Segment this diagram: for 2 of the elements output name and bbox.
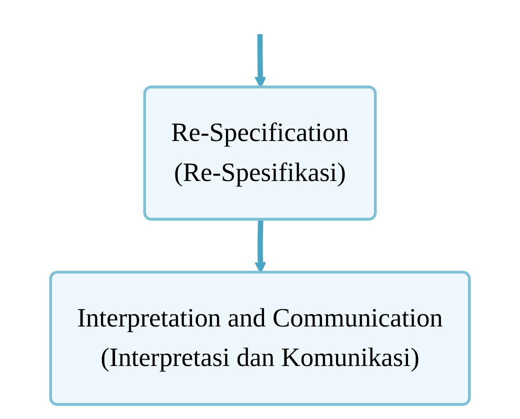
arrow	[254, 34, 266, 88]
arrow	[254, 219, 266, 273]
